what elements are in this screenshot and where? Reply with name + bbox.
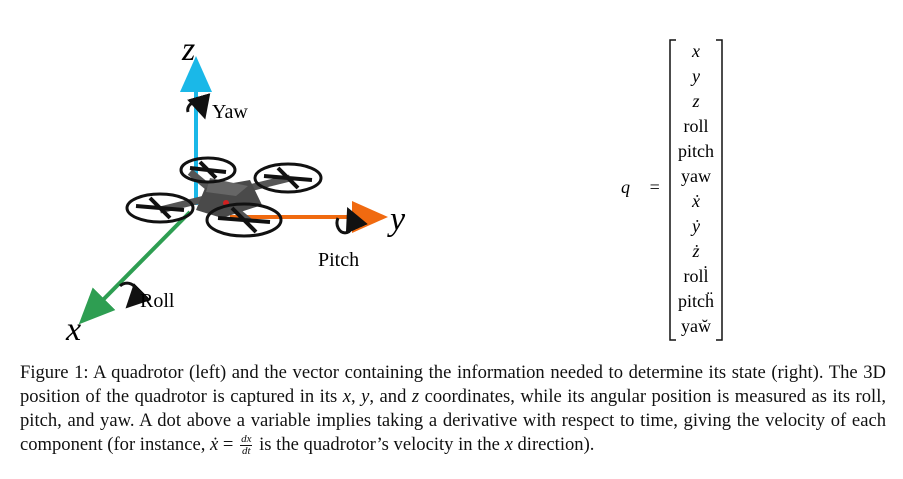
- figure-caption: Figure 1: A quadrotor (left) and the vec…: [20, 362, 887, 458]
- propeller-front-left: [125, 192, 195, 224]
- vector-entry: roll̇: [684, 264, 709, 286]
- vector-entry: z: [691, 91, 699, 111]
- y-axis-label: y: [387, 201, 406, 238]
- vector-bracket-left: [669, 39, 676, 341]
- vector-entry: pitcḧ: [678, 291, 714, 311]
- vector-entry: y: [690, 66, 700, 86]
- vector-entry: ẋ: [691, 191, 700, 211]
- propeller-back-left: [179, 156, 237, 184]
- vector-entry: x: [691, 41, 700, 61]
- vector-entry: yaw̆: [681, 316, 711, 336]
- vector-entry: ż: [691, 241, 699, 261]
- pitch-rotation-icon: [335, 207, 368, 235]
- propeller-front-right: [205, 202, 283, 238]
- quadrotor-figure: z y x Yaw Pitch Roll q⃗ = xyzrollpitchya…: [65, 31, 723, 348]
- pitch-label: Pitch: [318, 249, 359, 271]
- x-axis-line: [78, 210, 192, 325]
- yaw-label: Yaw: [212, 101, 248, 123]
- vector-bracket-right: [716, 39, 723, 341]
- roll-rotation-icon: [118, 281, 151, 309]
- x-axis-label: x: [65, 311, 81, 348]
- roll-label: Roll: [140, 290, 175, 312]
- vector-entry: yaw: [681, 166, 711, 186]
- z-axis-label: z: [181, 31, 195, 68]
- yaw-rotation-icon: [186, 93, 211, 120]
- state-vector-entries: xyz roll pitch yaw ẋẏż roll̇ pitcḧ yaw̆: [678, 41, 714, 336]
- vector-lhs: q⃗ =: [621, 177, 661, 197]
- vector-entry: pitch: [678, 141, 714, 161]
- propeller-back-right: [253, 162, 323, 194]
- vector-entry: roll: [684, 116, 709, 136]
- vector-entry: ẏ: [690, 216, 701, 236]
